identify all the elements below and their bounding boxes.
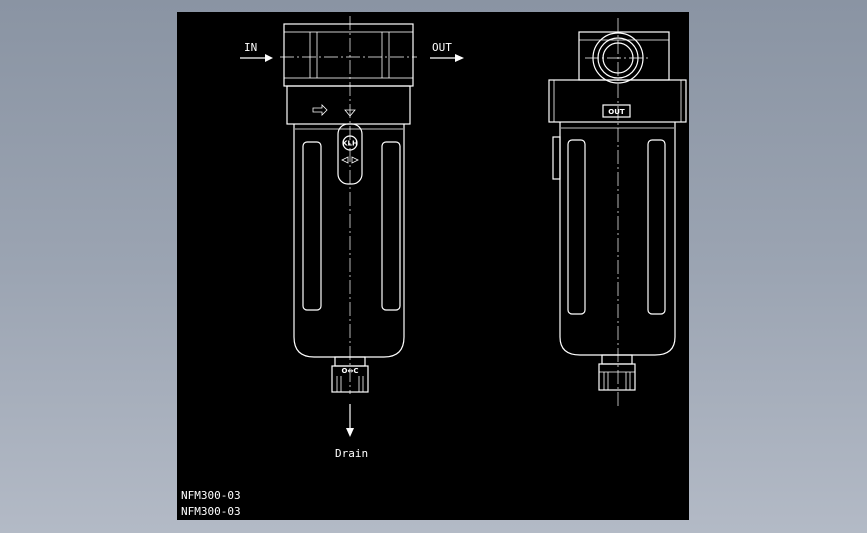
model-number-line-1: NFM300-03 <box>181 489 241 502</box>
front-head-port <box>283 31 414 79</box>
cad-drawing: KLH O↔C IN OUT <box>181 16 687 518</box>
front-head-block <box>283 23 414 87</box>
label-out: OUT <box>432 41 452 54</box>
side-out-label-box <box>602 104 631 118</box>
side-port-label: OUT <box>608 108 625 116</box>
label-in: IN <box>244 41 257 54</box>
flow-direction-icon <box>312 104 328 116</box>
side-drain-neck <box>601 354 633 365</box>
label-drain: Drain <box>335 447 368 460</box>
out-arrow-icon <box>430 54 464 62</box>
model-number-line-2: NFM300-03 <box>181 505 241 518</box>
side-lock-tab <box>552 136 561 180</box>
front-indicator-pod <box>337 123 363 185</box>
side-bowl <box>559 122 676 356</box>
front-body-head <box>286 85 411 125</box>
side-body-head <box>548 79 687 123</box>
front-window-left <box>302 141 322 311</box>
front-window-right <box>381 141 401 311</box>
cad-viewport[interactable]: KLH O↔C IN OUT <box>177 12 689 520</box>
side-view: OUT <box>548 18 687 407</box>
side-window-right <box>647 139 666 315</box>
in-arrow-icon <box>240 54 273 62</box>
front-view: KLH O↔C <box>280 16 417 394</box>
drain-arrow-icon <box>346 404 354 437</box>
front-bowl <box>293 124 405 358</box>
side-drain-valve <box>598 363 636 391</box>
side-window-left <box>567 139 586 315</box>
lock-arrows-icon <box>341 156 359 164</box>
